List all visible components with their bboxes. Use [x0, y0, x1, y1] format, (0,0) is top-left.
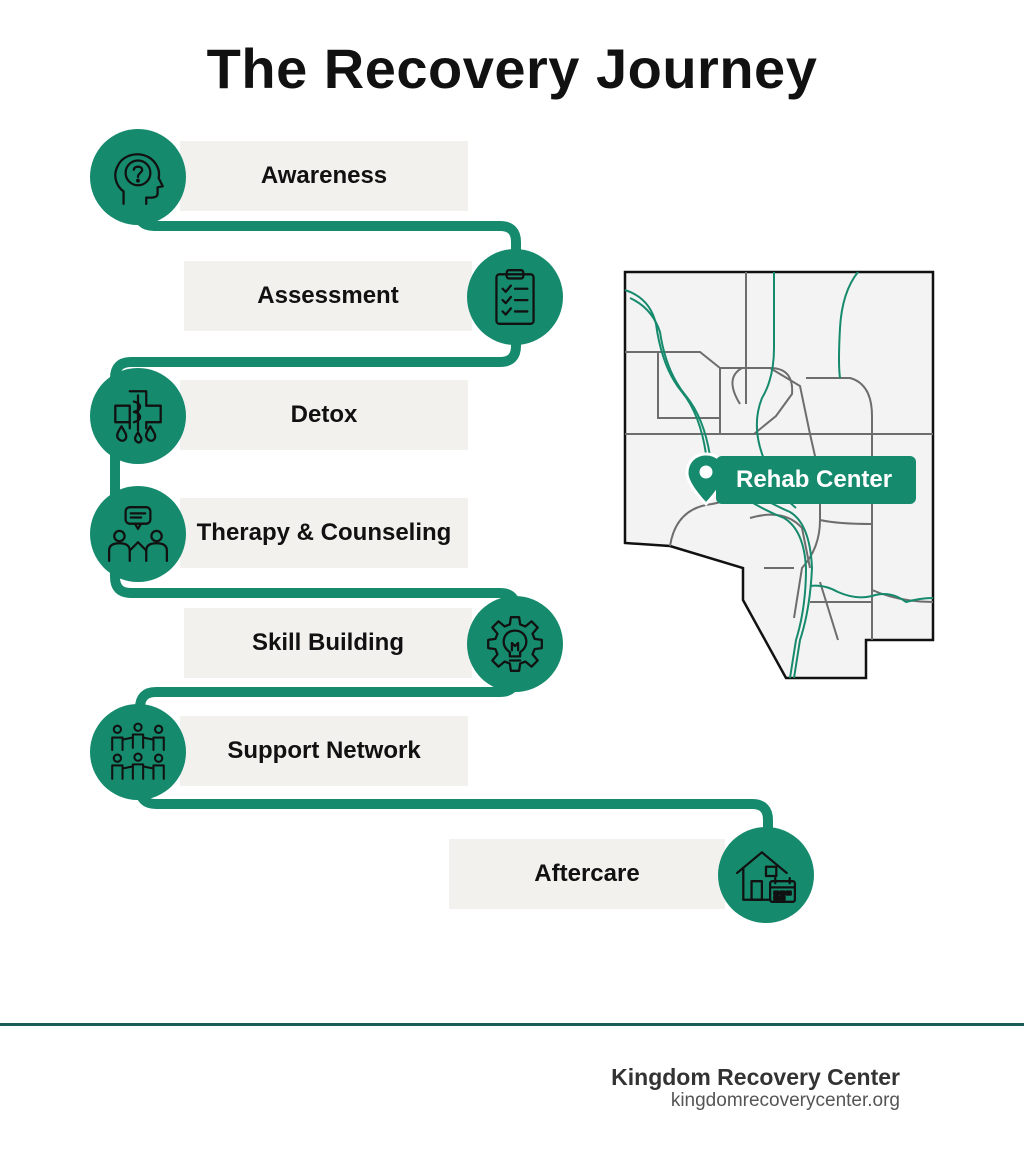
step-support-text: Support Network	[227, 737, 421, 764]
footer-website: kingdomrecoverycenter.org	[670, 1090, 900, 1111]
step-therapy-label: Therapy & Counseling	[180, 498, 468, 568]
step-skill-label: Skill Building	[184, 608, 472, 678]
step-awareness-text: Awareness	[260, 162, 388, 189]
step-aftercare-badge	[718, 827, 814, 923]
people-group-icon	[111, 722, 165, 780]
house-calendar-icon	[735, 851, 797, 903]
step-skill-text: Skill Building	[251, 629, 404, 656]
step-assessment-text: Assessment	[257, 282, 399, 309]
clipboard-checklist-icon	[495, 269, 535, 325]
head-question-icon	[114, 153, 164, 205]
step-detox-label: Detox	[180, 380, 468, 450]
step-detox-text: Detox	[290, 401, 358, 428]
step-aftercare-text: Aftercare	[534, 860, 640, 887]
step-awareness-badge	[90, 129, 186, 225]
rehab-center-text: Rehab Center	[736, 466, 893, 493]
gear-lightbulb-icon	[487, 616, 543, 672]
step-therapy-text: Therapy & Counseling	[196, 519, 452, 546]
step-awareness-label: Awareness	[180, 141, 468, 211]
step-skill-badge	[467, 596, 563, 692]
step-therapy-badge	[90, 486, 186, 582]
page-title: The Recovery Journey	[206, 37, 818, 100]
step-assessment-badge	[467, 249, 563, 345]
step-detox-badge	[90, 368, 186, 464]
group-conversation-icon	[107, 506, 169, 562]
step-assessment-label: Assessment	[184, 261, 472, 331]
step-support-badge	[90, 704, 186, 800]
footer-divider	[0, 1023, 1024, 1026]
rehab-center-label: Rehab Center	[716, 456, 916, 504]
footer-organization: Kingdom Recovery Center	[611, 1064, 900, 1090]
medical-cross-drops-icon	[114, 390, 162, 444]
step-support-label: Support Network	[180, 716, 468, 786]
step-aftercare-label: Aftercare	[449, 839, 725, 909]
